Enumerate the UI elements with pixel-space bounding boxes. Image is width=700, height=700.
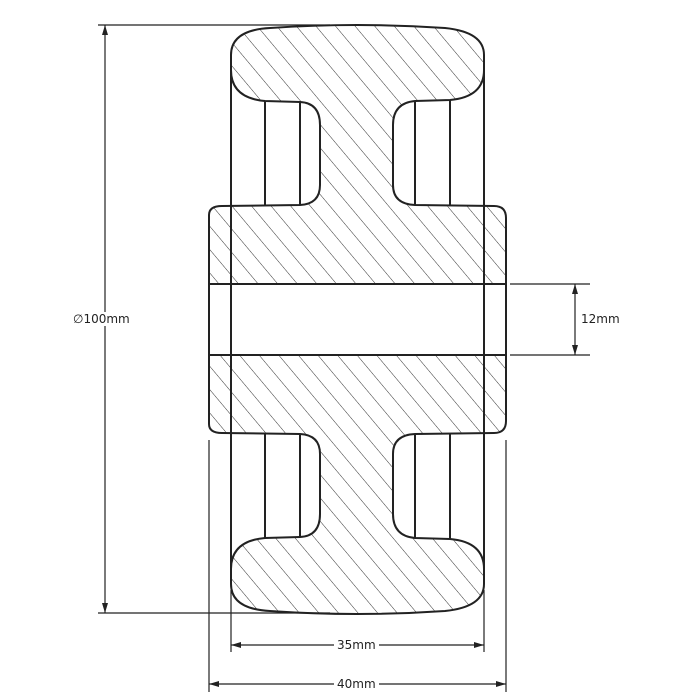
diameter-label: ∅100mm: [70, 312, 133, 326]
dimension-lines: [98, 24, 590, 692]
lower-section: [208, 354, 507, 615]
upper-section: [208, 24, 507, 285]
bore-label: 12mm: [578, 312, 623, 326]
hub-width-label: 40mm: [334, 677, 379, 691]
tread-width-label: 35mm: [334, 638, 379, 652]
outline-lines: [208, 55, 507, 584]
